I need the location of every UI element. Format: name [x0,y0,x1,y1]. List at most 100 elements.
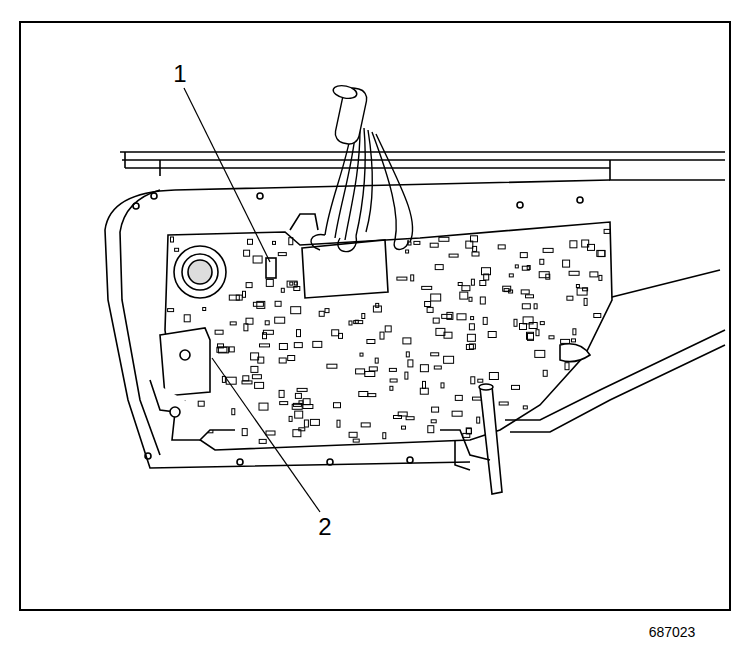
valve-body-ports [168,309,174,312]
valve-body-ports [523,406,527,409]
valve-body-ports [255,382,264,388]
wiring-harness [366,130,372,232]
valve-body-ports [430,243,438,247]
transmission-case [125,152,160,176]
valve-body-ports [252,375,261,379]
bolt-and-lines [505,330,725,420]
valve-body-ports [257,301,265,308]
valve-body-ports [471,279,474,285]
transmission-case [145,453,151,459]
valve-body-ports [405,372,408,379]
valve-body-ports [288,356,295,361]
valve-body-ports [423,381,426,388]
transmission-case [517,202,523,208]
bolt-and-lines [440,430,490,470]
valve-body-ports [406,250,409,253]
valve-body-ports [599,275,602,280]
valve-body-ports [275,301,281,306]
valve-body-ports [258,357,264,363]
valve-body-ports [489,373,498,380]
valve-body-ports [339,333,343,338]
valve-body-ports [428,426,434,433]
valve-body-ports [462,286,470,291]
transmission-case [120,190,160,455]
valve-body-ports [515,265,518,268]
valve-body-ports [334,403,341,408]
valve-body-ports [414,241,420,244]
valve-body-ports [389,368,396,371]
valve-body-ports [514,319,517,326]
valve-body-ports [565,363,569,370]
valve-body-ports [598,251,605,257]
valve-body-ports [543,370,547,376]
valve-body-ports [477,417,480,423]
valve-body-ports [582,240,589,247]
valve-body-ports [375,358,378,363]
valve-body-ports [504,289,509,292]
valve-body-ports [365,372,375,377]
valve-body-ports [467,429,472,434]
valve-body-ports [244,250,250,256]
valve-body-ports [467,334,475,341]
wiring-harness [335,128,356,238]
wiring-harness [311,235,356,252]
valve-body-ports [385,326,391,332]
transmission-case [327,459,333,465]
wiring-harness [311,84,413,252]
valve-body-ports [319,311,324,316]
valve-body-ports [457,314,466,320]
valve-body-ports [431,353,439,356]
valve-body-ports [604,229,610,233]
valve-body-ports [427,307,433,312]
valve-body-ports [590,272,598,277]
valve-body-ports [432,407,439,412]
valve-body-ports [402,426,406,429]
valve-body-ports [304,420,308,427]
bolt-and-lines [510,345,725,432]
bolt-and-lines [560,344,590,362]
pressure-switch-bracket [160,328,210,396]
valve-body-ports [452,411,462,416]
valve-body-ports [360,353,363,356]
valve-body-ports [229,295,239,300]
transmission-case [237,459,243,465]
valve-body-ports [246,318,253,324]
valve-body-ports [447,312,453,319]
valve-body-ports [290,282,293,285]
valve-body-ports [263,333,267,339]
valve-body-ports [469,297,472,301]
valve-body-ports [449,254,458,257]
transmission-case [577,197,583,203]
valve-body-ports [313,341,322,347]
valve-body-ports [471,377,475,384]
valve-body-ports [265,321,269,325]
valve-body-ports [488,332,496,338]
valve-body-ports [478,379,483,382]
valve-body-ports [362,314,365,319]
valve-body-ports [253,256,262,263]
valve-body-ports [420,388,428,394]
valve-body-ports [369,367,377,371]
valve-body-ports [217,347,227,352]
valve-body-ports [229,347,234,352]
valve-body-ports [279,358,286,363]
valve-body-ports [327,364,337,368]
valve-body-plate [165,222,612,450]
transmission-case [257,193,263,199]
valve-body-ports [292,404,302,409]
valve-body-ports [215,330,223,334]
pressure-switch-bracket [150,380,235,440]
valve-body-ports [526,295,534,298]
solenoid-block [302,240,388,298]
valve-body-ports [499,402,508,405]
valve-body-ports [260,344,270,347]
valve-body-ports [168,229,610,443]
valve-body-ports [279,344,287,350]
valve-body-ports [355,320,358,323]
valve-body-ports [569,271,579,275]
transmission-case [120,152,725,180]
valve-body-ports [436,328,445,335]
valve-body-ports [171,237,174,242]
callout-number: 1 [171,61,188,87]
valve-body-ports [480,297,485,304]
